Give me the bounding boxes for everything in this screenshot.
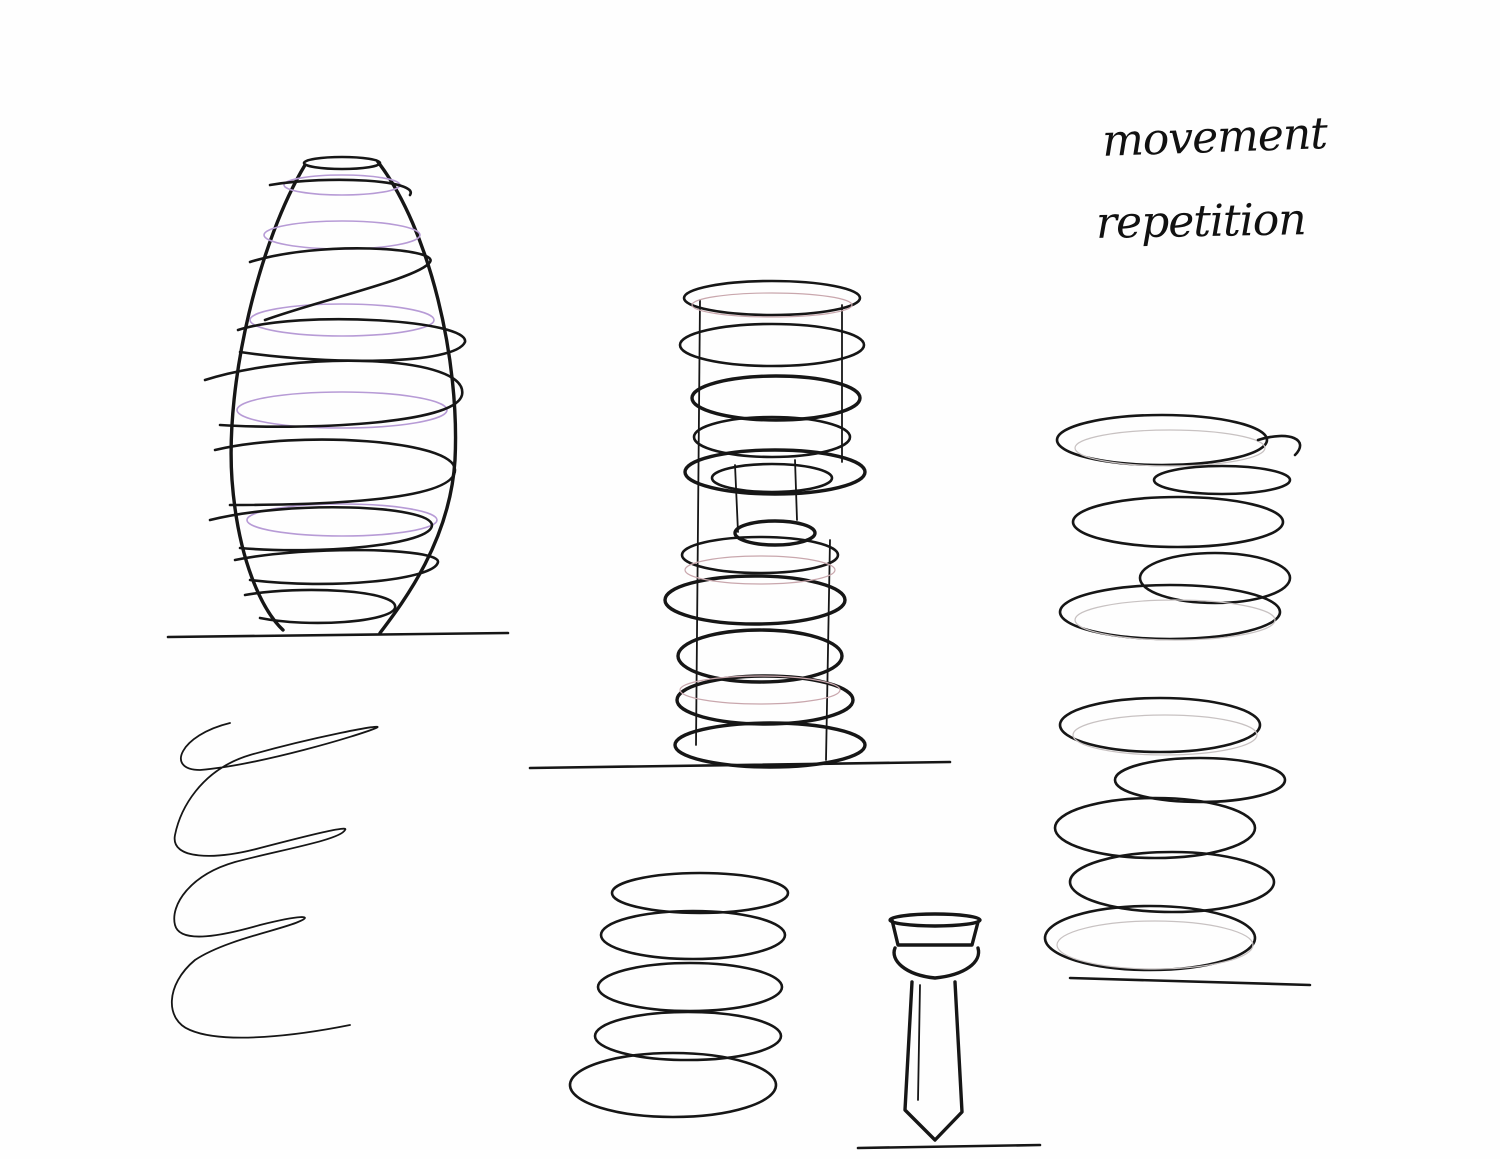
small-ring-stack: [568, 871, 790, 1119]
floating-coil-stack-upper: [1055, 413, 1302, 641]
loose-spring-scribble: [170, 722, 379, 1039]
narrow-pedestal: [856, 912, 1042, 1150]
floating-coil-stack-lower: [1043, 696, 1312, 987]
stacked-coil-tower: [528, 279, 952, 770]
tapered-spiral-vase: [166, 155, 510, 639]
